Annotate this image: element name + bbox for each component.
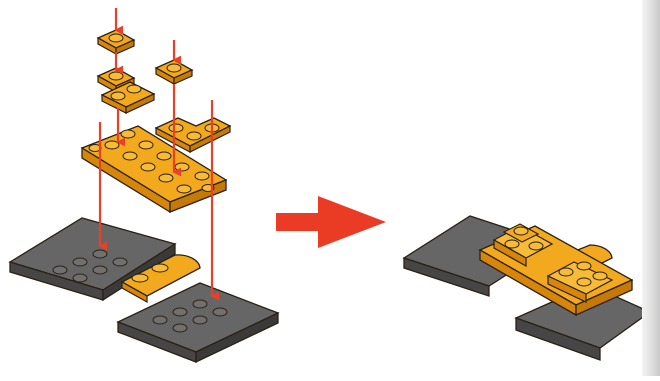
orange-plate-1x1-top (98, 30, 134, 54)
orange-plate-1x1-right (156, 60, 192, 84)
assembled-view (404, 216, 650, 360)
exploded-view (10, 8, 278, 362)
right-arrow-icon (276, 196, 386, 248)
page-edge (642, 0, 660, 376)
